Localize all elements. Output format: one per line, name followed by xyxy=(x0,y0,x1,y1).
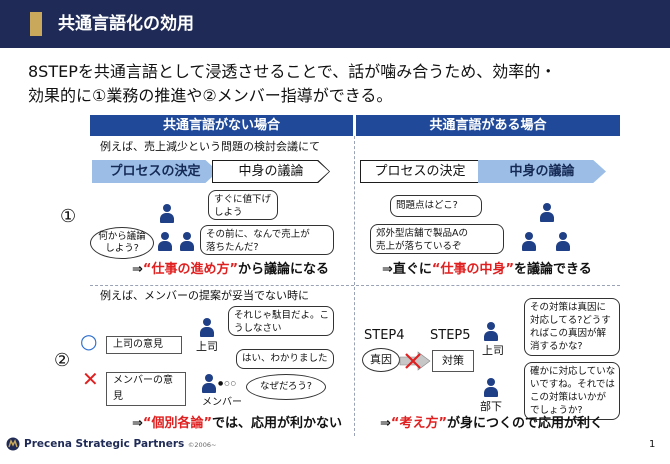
headline-line-2: 効果的に①業務の推進や②メンバー指導ができる。 xyxy=(28,86,393,105)
step5-label: STEP5 xyxy=(430,328,471,343)
label-boss-right: 上司 xyxy=(482,344,504,357)
conclusion-highlight: “仕事の進め方” xyxy=(142,262,238,277)
title-bar: 共通言語化の効用 xyxy=(0,0,670,48)
row2-left-conclusion: ⇒“個別各論”では、応用が利かない xyxy=(132,416,342,433)
precena-logo-icon xyxy=(6,437,20,451)
conclusion-prefix: ⇒ xyxy=(132,416,143,431)
speech-bubble-why-sales-dropped: その前に、なんで売上が 落ちたんだ? xyxy=(200,225,334,255)
speech-bubble-where-is-problem: 問題点はどこ? xyxy=(390,195,482,217)
content-discussion-step-highlighted: 中身の議論 xyxy=(478,160,606,183)
ok-circle-icon: ○ xyxy=(80,329,98,353)
person-icon xyxy=(180,232,194,252)
speech-bubble-boss-question: その対策は真因に 対応してる?どうす ればこの真因が解 消するかな? xyxy=(524,298,620,356)
person-icon xyxy=(556,232,570,252)
column-header-with: 共通言語がある場合 xyxy=(356,115,620,136)
row-divider xyxy=(90,285,620,286)
ng-cross-icon: ✕ xyxy=(82,367,99,391)
person-icon xyxy=(540,203,554,223)
speech-bubble-suburban-store: 郊外型店舗で製品Aの 売上が落ちているぞ xyxy=(370,224,504,254)
row2-intro: 例えば、メンバーの提案が妥当でない時に xyxy=(100,289,309,302)
process-decision-step: プロセスの決定 xyxy=(360,160,480,183)
content-discussion-step: 中身の議論 xyxy=(212,160,330,183)
boss-opinion-box: 上司の意見 xyxy=(106,336,182,354)
conclusion-highlight: “仕事の中身” xyxy=(431,262,514,277)
row1-right-conclusion: ⇒直ぐに“仕事の中身”を議論できる xyxy=(382,262,592,279)
person-icon xyxy=(484,378,498,398)
person-icon xyxy=(158,232,172,252)
person-icon xyxy=(160,204,174,224)
content-discussion-label: 中身の議論 xyxy=(213,161,329,182)
conclusion-prefix: ⇒直ぐに xyxy=(382,262,432,277)
measure-box: 対策 xyxy=(432,350,474,372)
speech-bubble-understood: はい、わかりました xyxy=(236,349,334,369)
slide-title: 共通言語化の効用 xyxy=(58,14,194,34)
person-icon xyxy=(522,232,536,252)
conclusion-suffix: を議論できる xyxy=(514,262,592,277)
conclusion-prefix: ⇒ xyxy=(380,416,391,431)
person-icon xyxy=(202,374,216,394)
thought-dots: ●○○ xyxy=(218,380,237,387)
footer-copyright: ©2006~ xyxy=(187,441,217,449)
bubble-price-text: すぐに値下げ しよう xyxy=(214,194,272,218)
row2-number: ② xyxy=(54,350,71,371)
row1-left-conclusion: ⇒“仕事の進め方”から議論になる xyxy=(132,262,329,279)
headline-line-1: 8STEPを共通言語として浸透させることで、話が噛み合うため、効率的・ xyxy=(28,62,557,81)
headline: 8STEPを共通言語として浸透させることで、話が噛み合うため、効率的・ 効果的に… xyxy=(28,60,648,108)
thought-cloud-what-to-discuss: 何から議論 しよう? xyxy=(90,227,154,259)
bubble-no-text: それじゃ駄目だよ。こ うしなさい xyxy=(234,310,330,334)
mismatch-arrow-icon xyxy=(399,351,431,371)
footer-company: Precena Strategic Partners xyxy=(24,438,185,450)
conclusion-highlight: “個別各論” xyxy=(142,416,212,431)
speech-bubble-not-good: それじゃ駄目だよ。こ うしなさい xyxy=(228,306,334,336)
label-subordinate: 部下 xyxy=(480,400,502,413)
row1-intro: 例えば、売上減少という問題の検討会議にて xyxy=(100,140,320,153)
step4-label: STEP4 xyxy=(364,328,405,343)
conclusion-suffix: では、応用が利かない xyxy=(212,416,343,431)
speech-bubble-price-cut: すぐに値下げ しよう xyxy=(208,190,278,220)
conclusion-highlight: “考え方” xyxy=(390,416,447,431)
row2-right-conclusion: ⇒“考え方”が身につくので応用が利く xyxy=(380,416,603,433)
conclusion-prefix: ⇒ xyxy=(132,262,143,277)
speech-bubble-subordinate-answer: 確かに対応していな いですね。それでは この対策はいかが でしょうか? xyxy=(524,362,620,420)
process-decision-step-highlighted: プロセスの決定 xyxy=(92,160,218,183)
label-boss: 上司 xyxy=(196,340,218,353)
person-icon xyxy=(484,322,498,342)
row1-number: ① xyxy=(60,206,77,227)
member-opinion-box: メンバーの意見 xyxy=(106,372,186,406)
bubble-why-text: その前に、なんで売上が 落ちたんだ? xyxy=(206,229,310,253)
conclusion-suffix: が身につくので応用が利く xyxy=(447,416,604,431)
column-divider xyxy=(354,136,355,436)
column-header-without: 共通言語がない場合 xyxy=(90,115,353,136)
bubble-store-text: 郊外型店舗で製品Aの 売上が落ちているぞ xyxy=(376,228,468,252)
person-icon xyxy=(200,318,214,338)
footer-brand: Precena Strategic Partners ©2006~ xyxy=(24,438,216,450)
bubble-sub-text: 確かに対応していな いですね。それでは この対策はいかが でしょうか? xyxy=(530,366,616,416)
thought-cloud-why: なぜだろう? xyxy=(246,374,326,400)
title-accent xyxy=(30,12,42,36)
conclusion-suffix: から議論になる xyxy=(238,262,330,277)
cause-ellipse: 真因 xyxy=(362,348,400,372)
page-number: 1 xyxy=(649,439,656,450)
process-decision-label: プロセスの決定 xyxy=(361,161,479,182)
bubble-boss-text: その対策は真因に 対応してる?どうす ればこの真因が解 消するかな? xyxy=(530,302,611,352)
label-member: メンバー xyxy=(202,397,242,408)
cloud-what-text: 何から議論 しよう? xyxy=(98,231,146,254)
